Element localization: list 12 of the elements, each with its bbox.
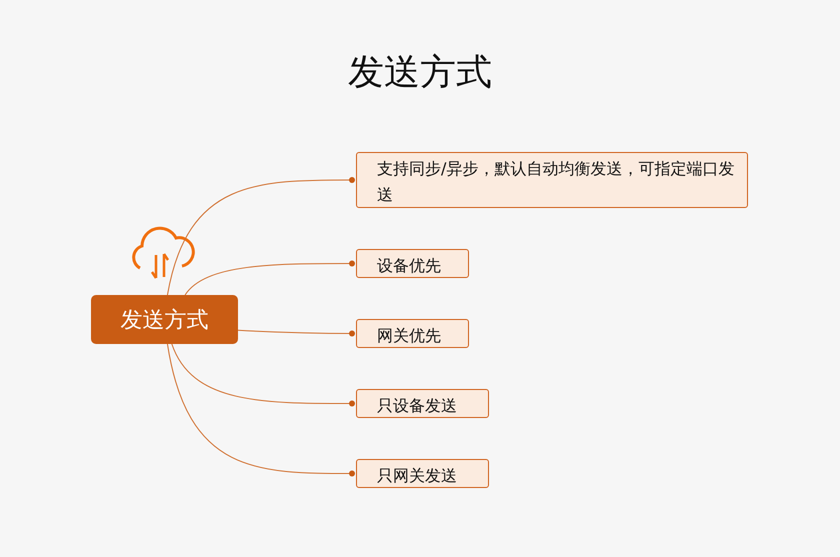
branch-topic-box: 只设备发送 — [356, 389, 489, 418]
title: 发送方式 — [347, 51, 493, 95]
branch-topic-box: 网关优先 — [356, 319, 469, 348]
branch-topic-box: 设备优先 — [356, 249, 469, 278]
connector — [238, 330, 355, 336]
connector — [166, 344, 355, 476]
root-topic-box: 发送方式 — [91, 295, 238, 344]
branch-topic-box: 支持同步/异步，默认自动均衡发送，可指定端口发送 — [356, 152, 748, 208]
connector — [184, 260, 355, 296]
connector — [171, 344, 355, 406]
connector — [166, 177, 355, 296]
branch-topic-box: 只网关发送 — [356, 459, 489, 488]
